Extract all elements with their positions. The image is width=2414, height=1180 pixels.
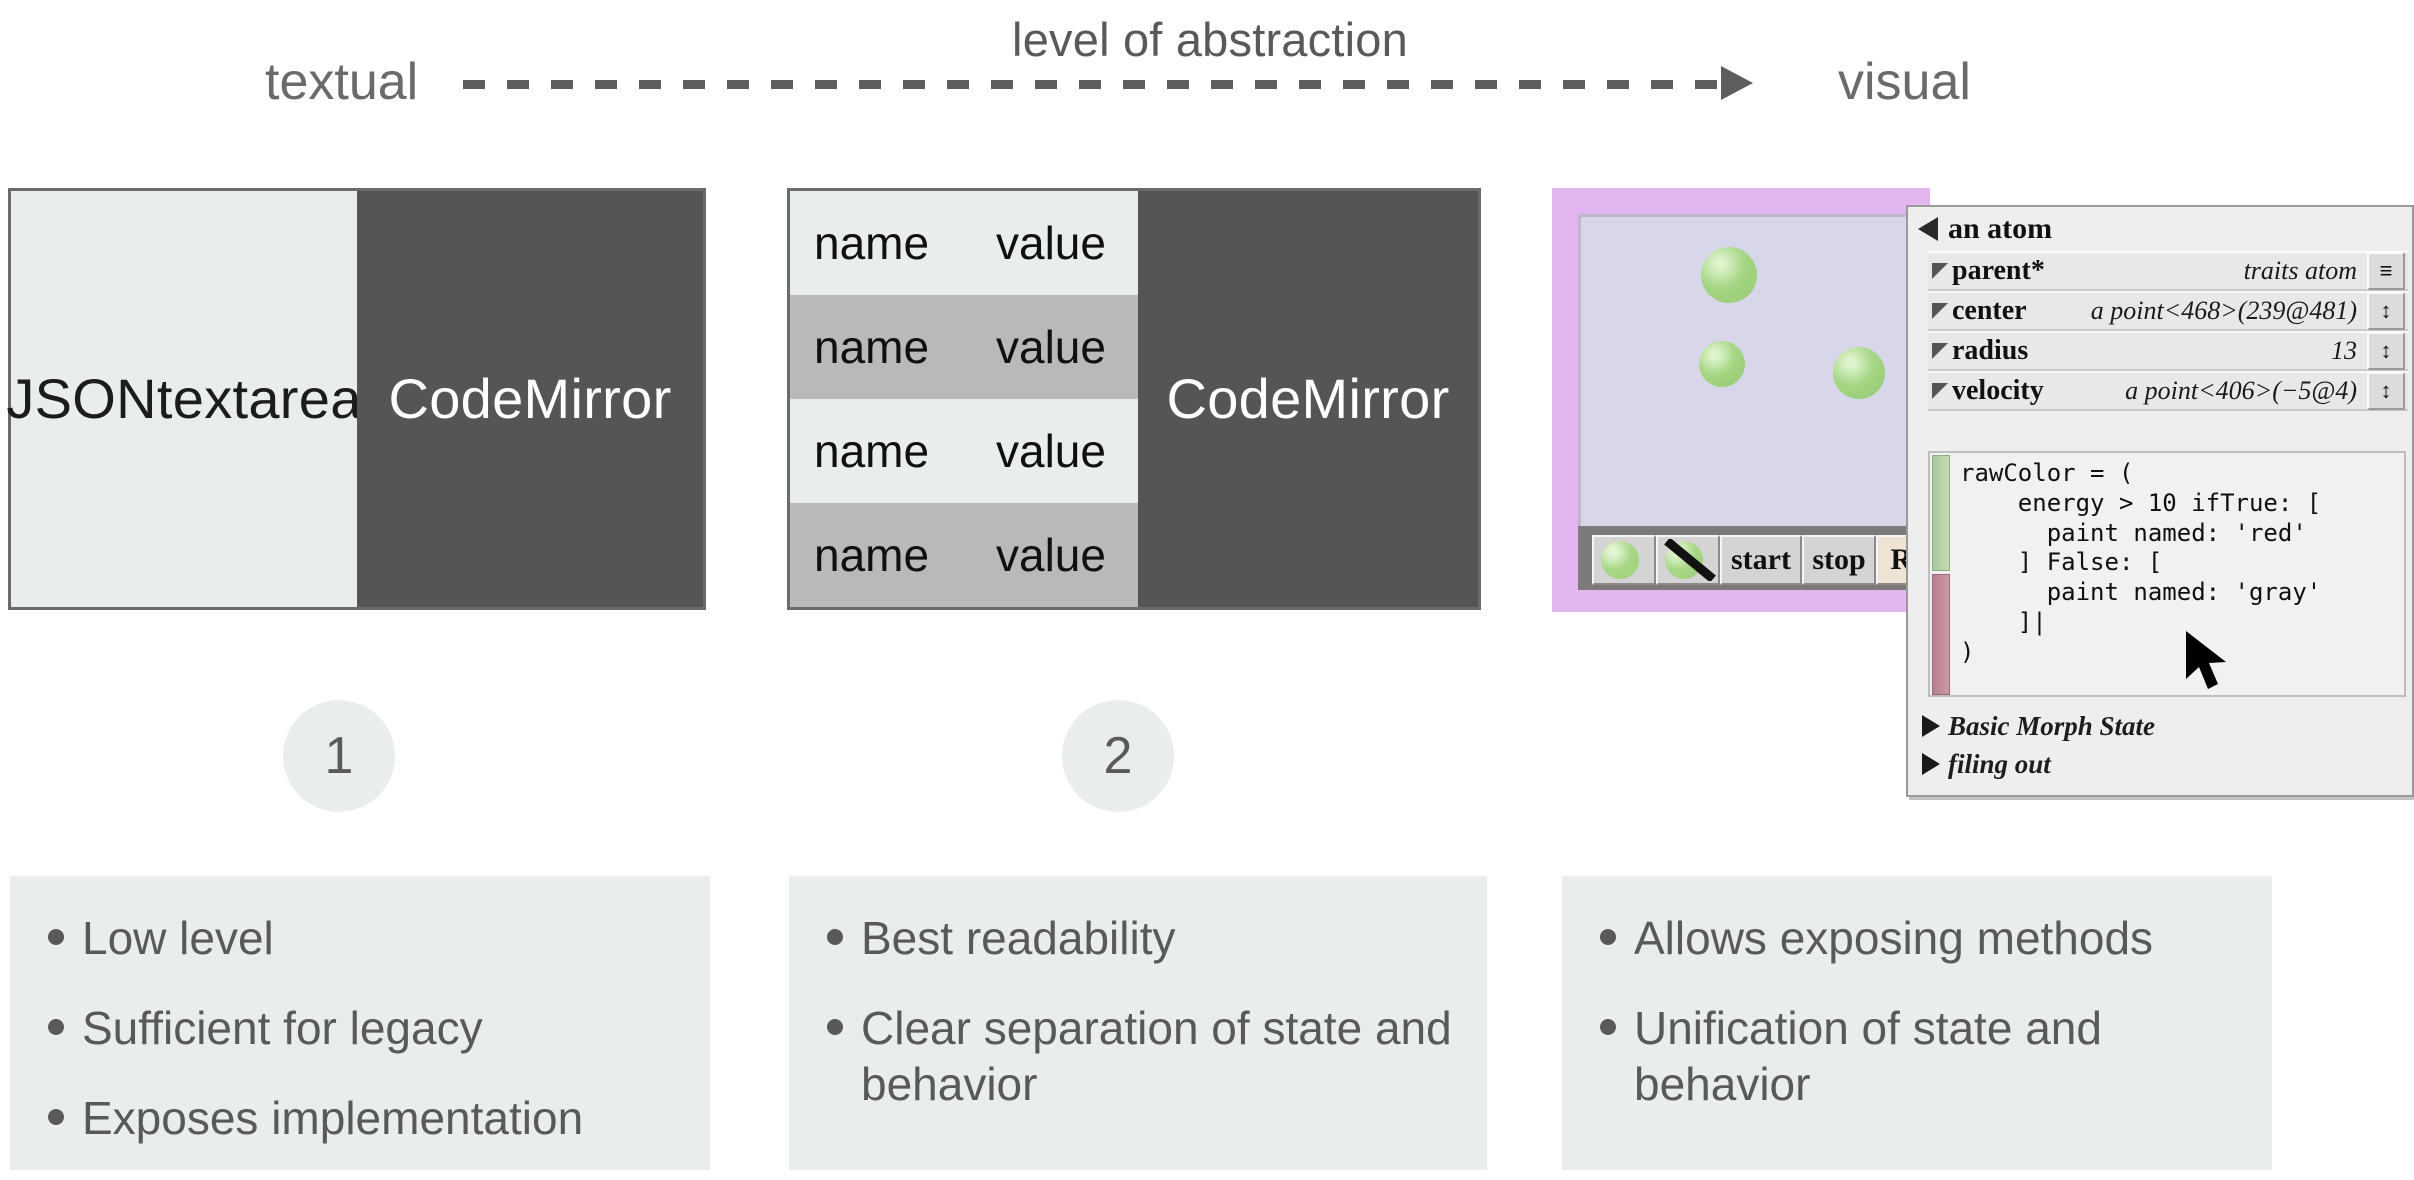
morphic-world-canvas (1578, 214, 1930, 548)
list-item: Exposes implementation (40, 1090, 680, 1146)
row-name: name (814, 217, 930, 269)
axis-left-label: textual (265, 53, 419, 111)
field-key: velocity (1952, 375, 2044, 406)
row-value: value (996, 217, 1106, 269)
footer-filing-out[interactable]: filing out (1922, 745, 2408, 783)
note-box-2: Best readability Clear separation of sta… (789, 876, 1487, 1170)
arrow-head-icon (1721, 66, 1753, 100)
table-row: name value (790, 399, 1138, 503)
footer-basic-morph-state[interactable]: Basic Morph State (1922, 707, 2408, 745)
note-box-3: Allows exposing methods Unification of s… (1562, 876, 2272, 1170)
panel-name-value-table: name value name value name value name va… (787, 188, 1481, 610)
name-value-table: name value name value name value name va… (790, 191, 1138, 607)
list-item: Unification of state and behavior (1592, 1000, 2242, 1112)
slash-icon (1664, 539, 1716, 581)
code-gutter (1930, 453, 1952, 695)
list-item: Allows exposing methods (1592, 910, 2242, 966)
axis-right-label: visual (1838, 53, 1971, 111)
atom-circle (1701, 247, 1757, 303)
note-list-1: Low level Sufficient for legacy Exposes … (40, 910, 680, 1146)
dashed-line (463, 80, 1725, 89)
field-key: radius (1952, 335, 2029, 366)
table-row: name value (790, 503, 1138, 607)
step-badge-1: 1 (283, 700, 395, 812)
stop-button[interactable]: stop (1802, 535, 1876, 585)
step-badge-2: 2 (1062, 700, 1174, 812)
atom-button[interactable] (1592, 535, 1656, 585)
list-item: Best readability (819, 910, 1457, 966)
atom-circle (1833, 347, 1885, 399)
table-row: name value (790, 295, 1138, 399)
menu-icon[interactable]: ≡ (2367, 252, 2405, 290)
list-item: Sufficient for legacy (40, 1000, 680, 1056)
morphic-toolbar: start stop Resi (1578, 526, 1960, 590)
field-value: a point<468>(239@481) (2090, 296, 2357, 325)
expand-triangle-icon[interactable] (1922, 715, 1940, 737)
atom-icon (1601, 541, 1639, 579)
row-value: value (996, 425, 1106, 477)
note-list-2: Best readability Clear separation of sta… (819, 910, 1457, 1112)
row-name: name (814, 529, 930, 581)
abstraction-arrow (463, 66, 1763, 100)
row-value: value (996, 529, 1106, 581)
atom-inspector-window: an atom parent* traits atom ≡ center a p… (1906, 205, 2414, 797)
stepper-icon[interactable]: ↕ (2367, 292, 2405, 330)
code-editor[interactable]: rawColor = ( energy > 10 ifTrue: [ paint… (1928, 451, 2406, 697)
list-item: Clear separation of state and behavior (819, 1000, 1457, 1112)
gutter-green-bar (1932, 455, 1950, 572)
note-box-1: Low level Sufficient for legacy Exposes … (10, 876, 710, 1170)
inspector-field-center[interactable]: center a point<468>(239@481) ↕ (1928, 291, 2408, 331)
inspector-field-list: parent* traits atom ≡ center a point<468… (1928, 251, 2408, 411)
stepper-icon[interactable]: ↕ (2367, 332, 2405, 370)
row-value: value (996, 321, 1106, 373)
row-name: name (814, 321, 930, 373)
table-row: name value (790, 191, 1138, 295)
field-value: traits atom (2243, 256, 2357, 285)
atom-disabled-button[interactable] (1656, 535, 1720, 585)
note-list-3: Allows exposing methods Unification of s… (1592, 910, 2242, 1112)
axis-caption: level of abstraction (1012, 13, 1408, 66)
inspector-title-bar: an atom (1908, 207, 2412, 251)
expand-triangle-icon[interactable] (1922, 753, 1940, 775)
code-source: rawColor = ( energy > 10 ifTrue: [ paint… (1960, 459, 2322, 666)
list-item: Low level (40, 910, 680, 966)
field-value: a point<406>(−5@4) (2125, 376, 2357, 405)
pin-icon[interactable] (1932, 383, 1948, 399)
inspector-field-velocity[interactable]: velocity a point<406>(−5@4) ↕ (1928, 371, 2408, 411)
footer-label: filing out (1948, 748, 2051, 779)
footer-label: Basic Morph State (1948, 710, 2156, 741)
stepper-icon[interactable]: ↕ (2367, 372, 2405, 410)
row-name: name (814, 425, 930, 477)
inspector-title: an atom (1948, 212, 2053, 245)
gutter-pink-bar (1932, 574, 1950, 695)
pin-icon[interactable] (1932, 343, 1948, 359)
mouse-pointer-icon (2186, 631, 2226, 689)
inspector-footer: Basic Morph State filing out (1922, 707, 2408, 783)
morphic-window: start stop Resi (1552, 188, 1960, 612)
field-key: center (1952, 295, 2027, 326)
pin-icon[interactable] (1932, 303, 1948, 319)
collapse-triangle-icon[interactable] (1918, 217, 1938, 241)
inspector-field-parent[interactable]: parent* traits atom ≡ (1928, 251, 2408, 291)
atom-circle (1699, 341, 1745, 387)
field-key: parent* (1952, 255, 2045, 286)
inspector-field-radius[interactable]: radius 13 ↕ (1928, 331, 2408, 371)
start-button[interactable]: start (1720, 535, 1802, 585)
field-value: 13 (2331, 336, 2357, 365)
pin-icon[interactable] (1932, 263, 1948, 279)
